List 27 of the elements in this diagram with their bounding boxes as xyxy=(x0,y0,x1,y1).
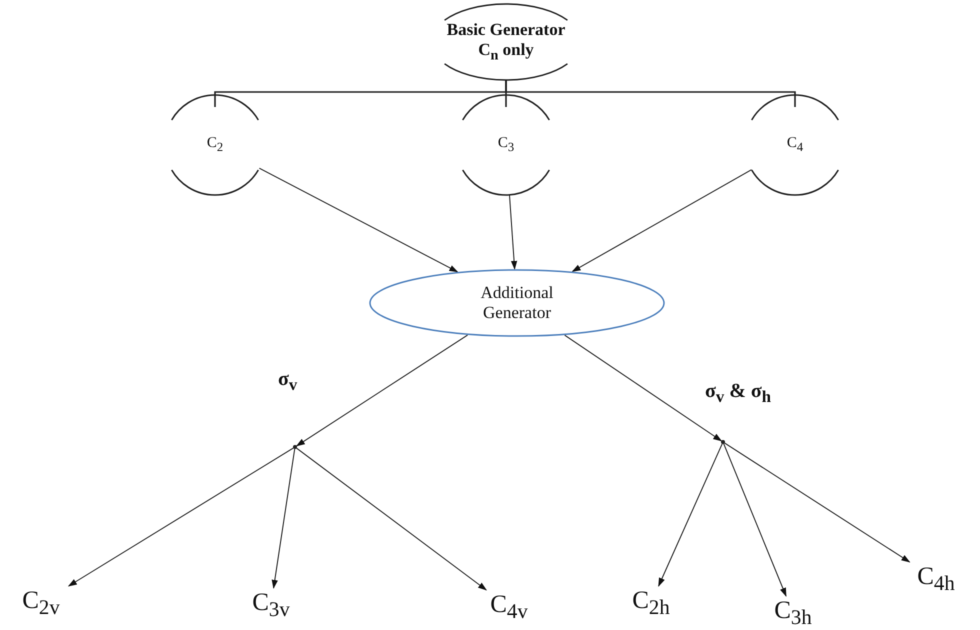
node-label: Basic Generator xyxy=(446,20,566,40)
node-label: C$_{3h}$ xyxy=(774,596,812,630)
arrow xyxy=(723,443,787,597)
node-label: C$_{2v}$ xyxy=(22,586,60,620)
node-label: C$_{3}$ xyxy=(498,135,514,155)
junction-point xyxy=(293,445,297,449)
node-label: C$_{4h}$ xyxy=(917,562,955,596)
arrow xyxy=(68,448,294,586)
arrow xyxy=(564,334,722,442)
arrow xyxy=(272,448,296,589)
node-label: C$_{n}$ only xyxy=(478,40,534,64)
arrow xyxy=(508,194,518,270)
junction-point xyxy=(721,440,725,444)
node-label: C$_{2h}$ xyxy=(632,586,670,620)
arrow xyxy=(296,448,487,591)
arrow xyxy=(658,443,723,587)
node-label: C$_{4v}$ xyxy=(490,590,528,624)
node-label: C$_{4}$ xyxy=(786,135,804,155)
connector-line xyxy=(505,80,796,107)
node-label: C$_{2}$ xyxy=(206,135,224,155)
ellipse-node xyxy=(369,269,665,337)
node-label: Additional Generator xyxy=(480,283,554,323)
arrow xyxy=(296,334,468,446)
arrow xyxy=(572,169,752,272)
arrow xyxy=(258,168,458,272)
node-label: C$_{3v}$ xyxy=(252,588,290,622)
arrow xyxy=(724,442,910,562)
